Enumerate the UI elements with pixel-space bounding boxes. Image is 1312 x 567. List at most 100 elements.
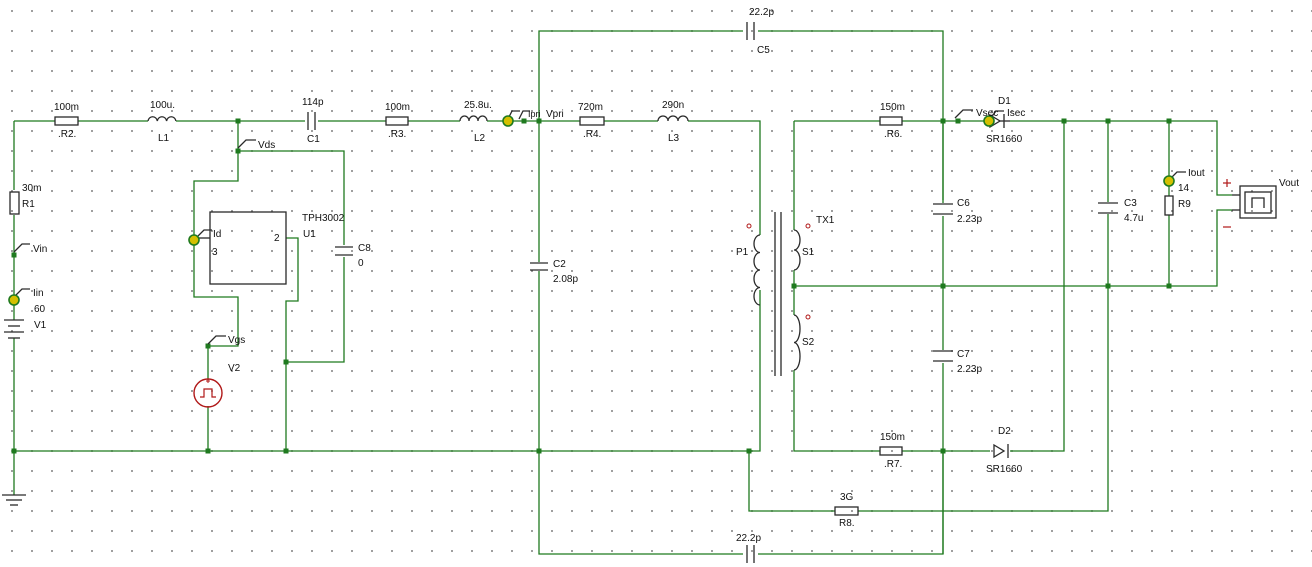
source-v1[interactable] [4, 319, 24, 339]
d2-value: SR1660 [986, 464, 1023, 475]
probes [13, 109, 1186, 345]
tx1-s1: S1 [802, 247, 815, 258]
resistor-r3[interactable] [385, 116, 409, 126]
resistor-r1[interactable] [9, 191, 20, 215]
tx1-p1: P1 [736, 247, 749, 258]
v1-ref: V1 [34, 320, 47, 331]
tx1-s2: S2 [802, 337, 815, 348]
r4-value: 720m [578, 102, 603, 113]
l2-ref: L2 [474, 133, 486, 144]
c8-value: 0 [358, 258, 364, 269]
r1-value: 30m [22, 183, 41, 194]
tx1-ref: TX1 [816, 215, 835, 226]
id-probe-icon [188, 234, 200, 246]
resistor-r2[interactable] [54, 116, 79, 126]
c5-value: 22.2p [749, 7, 774, 18]
c4-value: 22.2p [736, 533, 761, 544]
r3-value: 100m [385, 102, 410, 113]
resistor-r8[interactable] [834, 506, 859, 516]
ground-symbol [2, 494, 26, 506]
u1-value: TPH3002 [302, 213, 345, 224]
probe-iout: Iout [1188, 168, 1205, 179]
d2-ref: D2 [998, 426, 1011, 437]
probe-vin: Vin [33, 244, 47, 255]
iout-probe-icon [1163, 175, 1175, 187]
l1-value: 100u. [150, 100, 175, 111]
iin-probe-icon [8, 294, 20, 306]
c3-ref: C3 [1124, 198, 1137, 209]
probe-vout: Vout [1279, 178, 1299, 189]
probe-iin-value: 60 [34, 304, 46, 315]
u1-pin-3: 3 [212, 247, 218, 258]
transistor-u1[interactable] [209, 211, 287, 285]
probe-vsec: Vsec [976, 108, 998, 119]
r2-value: 100m [54, 102, 79, 113]
scope-vout[interactable] [1223, 179, 1277, 228]
d1-value: SR1660 [986, 134, 1023, 145]
c2-ref: C2 [553, 259, 566, 270]
capacitor-c4[interactable] [746, 545, 755, 563]
probe-id: Id [213, 229, 221, 240]
l3-ref: L3 [668, 133, 680, 144]
d1-ref: D1 [998, 96, 1011, 107]
current-probe-markers [8, 115, 1175, 306]
r8-value: 3G [840, 492, 854, 503]
inductor-l1[interactable] [147, 116, 177, 122]
junctions [11, 118, 1172, 454]
capacitor-c5[interactable] [746, 22, 755, 40]
u1-pin-2: 2 [274, 233, 280, 244]
capacitor-c8[interactable] [335, 246, 353, 256]
l1-ref: L1 [158, 133, 170, 144]
capacitor-c6[interactable] [933, 203, 953, 215]
probe-vpri: Vpri [546, 109, 564, 120]
c6-value: 2.23p [957, 214, 982, 225]
r1-ref: R1 [22, 199, 35, 210]
capacitor-c2[interactable] [530, 262, 548, 271]
c3-value: 4.7u [1124, 213, 1143, 224]
probe-iin: Iin [33, 288, 44, 299]
probe-vds: Vds [258, 140, 275, 151]
probe-isec: Isec [1007, 108, 1025, 119]
r8-ref: R8. [839, 518, 855, 529]
probe-vgs: Vgs [228, 335, 245, 346]
v2-ref: V2 [228, 363, 241, 374]
c7-value: 2.23p [957, 364, 982, 375]
ipri-probe-icon [502, 115, 514, 127]
u1-ref: U1 [303, 229, 316, 240]
capacitor-c1[interactable] [307, 112, 316, 130]
resistor-r4[interactable] [579, 116, 605, 126]
inductor-l2[interactable] [459, 115, 488, 122]
c5-ref: C5 [757, 45, 770, 56]
inductor-l3[interactable] [657, 115, 689, 122]
r9-value: 14 [1178, 183, 1190, 194]
r3-ref: .R3. [388, 129, 406, 140]
labels: 30m R1 100m .R2. 100u. L1 114p C1 100m .… [22, 7, 1299, 544]
resistor-r9[interactable] [1164, 195, 1174, 216]
c1-ref: C1 [307, 134, 320, 145]
c8-ref: C8 [358, 243, 371, 254]
r6-value: 150m [880, 102, 905, 113]
resistor-r6[interactable] [879, 116, 903, 126]
c7-ref: C7 [957, 349, 970, 360]
r7-ref: .R7. [884, 459, 902, 470]
capacitor-c3[interactable] [1098, 202, 1118, 214]
c6-ref: C6 [957, 198, 970, 209]
resistor-r7[interactable] [879, 446, 903, 456]
pulse-source-v2[interactable] [193, 378, 223, 408]
transformer-tx1[interactable] [746, 212, 811, 376]
l3-value: 290n [662, 100, 684, 111]
c1-value: 114p [302, 97, 324, 108]
r7-value: 150m [880, 432, 905, 443]
diode-d2[interactable] [993, 443, 1009, 459]
wires [13, 30, 1232, 555]
r9-ref: R9 [1178, 199, 1191, 210]
c2-value: 2.08p [553, 274, 578, 285]
r2-ref: .R2. [58, 129, 76, 140]
capacitor-c7[interactable] [933, 350, 953, 362]
l2-value: 25.8u. [464, 100, 492, 111]
probe-ipri: Ipri [528, 109, 541, 119]
isec-probe-icon [983, 115, 995, 127]
r4-ref: .R4. [583, 129, 601, 140]
